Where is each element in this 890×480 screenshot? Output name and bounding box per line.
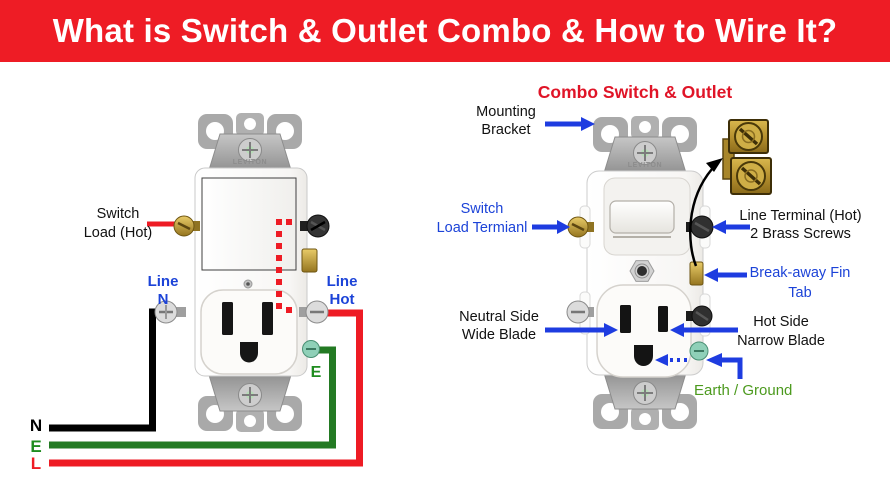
switch-load-terminal-arrow xyxy=(532,220,570,234)
live-wire xyxy=(49,309,363,467)
wire-end-e: E xyxy=(30,437,42,456)
breakaway-label: Break-away Fin Tab xyxy=(749,265,851,301)
line-terminal-screw-bottom xyxy=(686,305,713,327)
wire-end-l: L xyxy=(30,454,42,473)
earth-ground-label: Earth / Ground xyxy=(694,382,793,399)
page-title: What is Switch & Outlet Combo & How to W… xyxy=(52,12,838,49)
mounting-bracket-arrow xyxy=(545,117,595,131)
brass-screws-image xyxy=(722,119,772,195)
left-device-breakaway-tab xyxy=(301,248,318,273)
right-device-outlet-face xyxy=(596,284,692,378)
center-hex-nut xyxy=(629,260,655,282)
annotation-arrows xyxy=(532,117,750,379)
brand-text-left: LEVITON xyxy=(233,159,267,166)
left-outlet-hot-slot xyxy=(262,302,273,335)
left-device-black-screw xyxy=(300,214,330,238)
mounting-bracket-bottom-right-device xyxy=(592,372,698,431)
left-outlet-ground-hole xyxy=(240,342,258,363)
right-outlet-hot-slot xyxy=(658,306,668,332)
breakaway-fin-tab xyxy=(689,261,704,286)
breakaway-arrow xyxy=(704,268,747,282)
right-device-toggle xyxy=(609,200,675,234)
right-neutral-screw xyxy=(566,300,594,324)
hot-blade-arrow xyxy=(670,323,738,337)
neutral-wire xyxy=(49,308,174,432)
switch-load-label: Switch Load (Hot) xyxy=(83,206,153,241)
left-device-outlet-face xyxy=(200,289,298,375)
right-outlet-ground-hole xyxy=(634,345,653,367)
switch-load-terminal-label: Switch Load Termianl xyxy=(436,201,528,236)
left-outlet-neutral-slot xyxy=(222,302,233,335)
title-banner: What is Switch & Outlet Combo & How to W… xyxy=(0,0,890,62)
switch-load-terminal-screw xyxy=(173,215,200,237)
earth-wire xyxy=(49,346,336,449)
earth-ground-arrow xyxy=(706,353,743,379)
curved-arrow-to-brass-screws xyxy=(689,158,723,267)
line-hot-label: Line Hot xyxy=(326,273,358,308)
line-hot-terminal-screw xyxy=(299,300,329,324)
left-device: LEVITON xyxy=(49,112,363,467)
hot-blade-label: Hot Side Narrow Blade xyxy=(737,314,825,349)
ground-hole-dotted-arrow xyxy=(655,354,687,366)
right-device: LEVITON xyxy=(566,115,772,431)
neutral-blade-label: Neutral Side Wide Blade xyxy=(459,309,539,343)
wire-end-n: N xyxy=(29,416,43,435)
line-terminal-arrow xyxy=(712,220,750,234)
mounting-bracket-label: Mounting Bracket xyxy=(476,104,536,138)
line-n-label: Line N xyxy=(147,273,179,308)
neutral-blade-arrow xyxy=(545,323,618,337)
combo-title: Combo Switch & Outlet xyxy=(537,82,733,102)
earth-label: E xyxy=(310,364,322,381)
right-earth-screw xyxy=(689,341,709,361)
line-n-terminal-screw xyxy=(154,300,186,324)
right-outlet-neutral-slot xyxy=(620,305,631,333)
left-device-earth-screw xyxy=(302,340,320,358)
left-device-center-screw-hole xyxy=(246,282,250,286)
line-terminal-label: Line Terminal (Hot) 2 Brass Screws xyxy=(739,208,862,242)
internal-connection-dotted-line xyxy=(276,219,292,313)
line-terminal-screw-top xyxy=(686,215,714,239)
brand-text-right: LEVITON xyxy=(628,162,662,169)
mounting-bracket-bottom-left-device xyxy=(197,374,303,433)
